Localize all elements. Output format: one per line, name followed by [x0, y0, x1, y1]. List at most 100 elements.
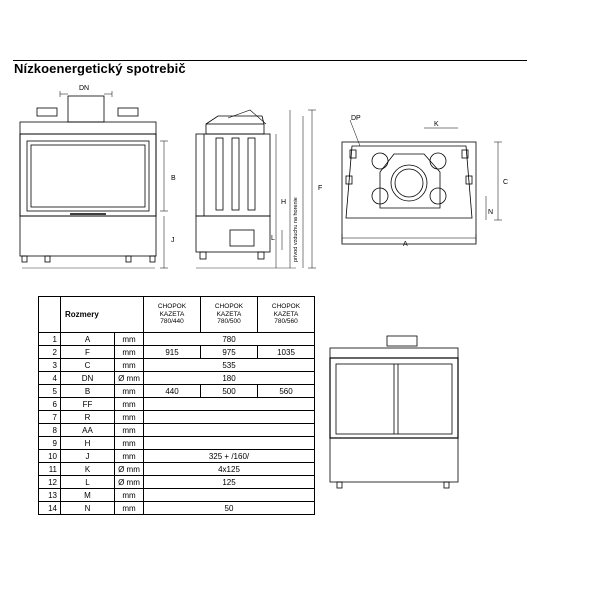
row-value-all: 50 — [143, 501, 315, 515]
row-value-3: 560 — [257, 384, 315, 398]
row-number: 1 — [38, 332, 61, 346]
label-h: H — [281, 199, 286, 206]
row-value-1: 440 — [143, 384, 201, 398]
row-value-2: 975 — [200, 345, 258, 359]
row-unit: mm — [114, 345, 144, 359]
row-parameter: N — [60, 501, 115, 515]
row-number: 10 — [38, 449, 61, 463]
side-view-drawing — [195, 109, 316, 269]
label-dn: DN — [79, 85, 89, 92]
row-value-3: 1035 — [257, 345, 315, 359]
row-value-all: 780 — [143, 332, 315, 346]
label-k: K — [434, 121, 439, 128]
row-value-all — [143, 423, 315, 437]
row-parameter: L — [60, 475, 115, 489]
row-unit: mm — [114, 410, 144, 424]
row-parameter: K — [60, 462, 115, 476]
label-a: A — [403, 241, 408, 248]
row-parameter: M — [60, 488, 115, 502]
row-number: 4 — [38, 371, 61, 385]
row-parameter: J — [60, 449, 115, 463]
row-parameter: FF — [60, 397, 115, 411]
row-value-all: 535 — [143, 358, 315, 372]
row-number: 6 — [38, 397, 61, 411]
row-value-all: 4x125 — [143, 462, 315, 476]
label-n: N — [488, 209, 493, 216]
label-b: B — [171, 175, 176, 182]
row-unit: mm — [114, 384, 144, 398]
row-value-all — [143, 436, 315, 450]
row-value-all: 325 + /160/ — [143, 449, 315, 463]
row-unit: Ø mm — [114, 475, 144, 489]
row-number: 7 — [38, 410, 61, 424]
row-parameter: C — [60, 358, 115, 372]
label-f: F — [318, 185, 322, 192]
row-number: 14 — [38, 501, 61, 515]
row-value-1: 915 — [143, 345, 201, 359]
table-header-row: Rozmery CHOPOK KAZETA 780/440 CHOPOK KAZ… — [38, 296, 315, 333]
row-number: 5 — [38, 384, 61, 398]
row-number: 11 — [38, 462, 61, 476]
label-j: J — [171, 237, 175, 244]
header-rozmery: Rozmery — [60, 296, 144, 333]
row-number: 8 — [38, 423, 61, 437]
row-number: 2 — [38, 345, 61, 359]
front-perspective-drawing — [329, 335, 459, 489]
row-number: 9 — [38, 436, 61, 450]
row-parameter: B — [60, 384, 115, 398]
label-l: L — [271, 235, 275, 242]
row-unit: mm — [114, 488, 144, 502]
header-blank — [38, 296, 61, 333]
row-value-all: 180 — [143, 371, 315, 385]
row-unit: mm — [114, 449, 144, 463]
row-value-all: 125 — [143, 475, 315, 489]
label-c: C — [503, 179, 508, 186]
row-parameter: AA — [60, 423, 115, 437]
row-number: 13 — [38, 488, 61, 502]
page-title: Nízkoenergetický spotrebič — [14, 61, 186, 76]
row-value-all — [143, 488, 315, 502]
row-unit: mm — [114, 436, 144, 450]
row-parameter: DN — [60, 371, 115, 385]
header-model-2: CHOPOK KAZETA 780/500 — [200, 296, 258, 333]
label-dp: DP — [351, 115, 361, 122]
title-rule — [13, 60, 527, 61]
row-unit: Ø mm — [114, 462, 144, 476]
label-inlet: prívod vzduchu na horenie — [293, 197, 299, 262]
header-model-1: CHOPOK KAZETA 780/440 — [143, 296, 201, 333]
row-value-all — [143, 397, 315, 411]
row-number: 3 — [38, 358, 61, 372]
row-unit: mm — [114, 501, 144, 515]
row-unit: mm — [114, 332, 144, 346]
row-value-2: 500 — [200, 384, 258, 398]
row-parameter: F — [60, 345, 115, 359]
dimensions-table: Rozmery CHOPOK KAZETA 780/440 CHOPOK KAZ… — [38, 296, 315, 515]
row-parameter: R — [60, 410, 115, 424]
header-model-3: CHOPOK KAZETA 780/560 — [257, 296, 315, 333]
row-parameter: H — [60, 436, 115, 450]
row-value-all — [143, 410, 315, 424]
front-view-drawing — [19, 91, 168, 269]
row-unit: mm — [114, 423, 144, 437]
top-view-drawing — [341, 119, 502, 245]
row-unit: mm — [114, 397, 144, 411]
row-parameter: A — [60, 332, 115, 346]
row-unit: Ø mm — [114, 371, 144, 385]
row-unit: mm — [114, 358, 144, 372]
